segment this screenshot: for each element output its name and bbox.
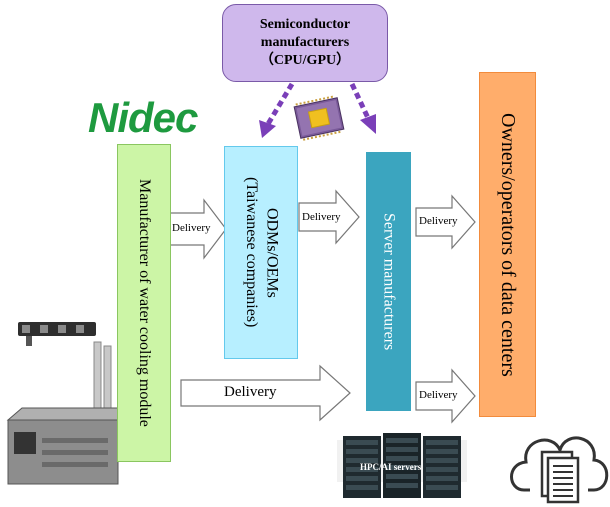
dashed-arrow-to-odm bbox=[259, 82, 295, 138]
delivery-arrow-odm-to-server bbox=[298, 189, 360, 245]
delivery-arrow-water-to-server bbox=[180, 364, 351, 422]
server-manufacturers-box: Server manufacturers bbox=[366, 152, 411, 411]
water-cooling-manufacturer-label: Manufacturer of water cooling module bbox=[136, 179, 154, 427]
delivery-arrow-water-to-odm bbox=[168, 198, 227, 260]
odm-oem-line2: (Taiwanese companies) bbox=[243, 177, 260, 328]
odm-oem-line1: ODMs/OEMs bbox=[263, 207, 281, 298]
water-cooling-module-image bbox=[6, 322, 121, 485]
cpu-chip-icon bbox=[293, 95, 345, 141]
server-manufacturers-label: Server manufacturers bbox=[380, 212, 398, 351]
delivery-label-server-to-owners-top: Delivery bbox=[419, 215, 458, 227]
cloud-icon bbox=[510, 436, 609, 492]
owners-operators-label: Owners/operators of data centers bbox=[497, 112, 519, 377]
hpc-ai-servers-label: HPC/AI servers bbox=[360, 462, 422, 472]
delivery-arrow-server-to-owners-bottom bbox=[415, 368, 476, 424]
semiconductor-line2: manufacturers bbox=[260, 34, 350, 50]
dashed-arrow-to-server bbox=[349, 82, 376, 134]
servers-image bbox=[337, 433, 467, 498]
semiconductor-line1: Semiconductor bbox=[259, 16, 351, 32]
delivery-label-water-to-server: Delivery bbox=[224, 384, 277, 400]
owners-operators-box: Owners/operators of data centers bbox=[479, 72, 536, 417]
delivery-label-odm-to-server: Delivery bbox=[302, 211, 341, 223]
delivery-label-server-to-owners-bottom: Delivery bbox=[419, 389, 458, 401]
delivery-label-water-to-odm: Delivery bbox=[172, 222, 211, 234]
documents-icon bbox=[540, 450, 580, 504]
water-cooling-manufacturer-box: Manufacturer of water cooling module bbox=[117, 144, 171, 462]
semiconductor-line3: （CPU/GPU） bbox=[259, 53, 351, 69]
nidec-logo: Nidec bbox=[88, 94, 198, 141]
semiconductor-manufacturers-box: Semiconductor manufacturers （CPU/GPU） bbox=[222, 4, 388, 82]
odm-oem-box: ODMs/OEMs (Taiwanese companies) bbox=[224, 146, 298, 359]
delivery-arrow-server-to-owners-top bbox=[415, 194, 476, 250]
